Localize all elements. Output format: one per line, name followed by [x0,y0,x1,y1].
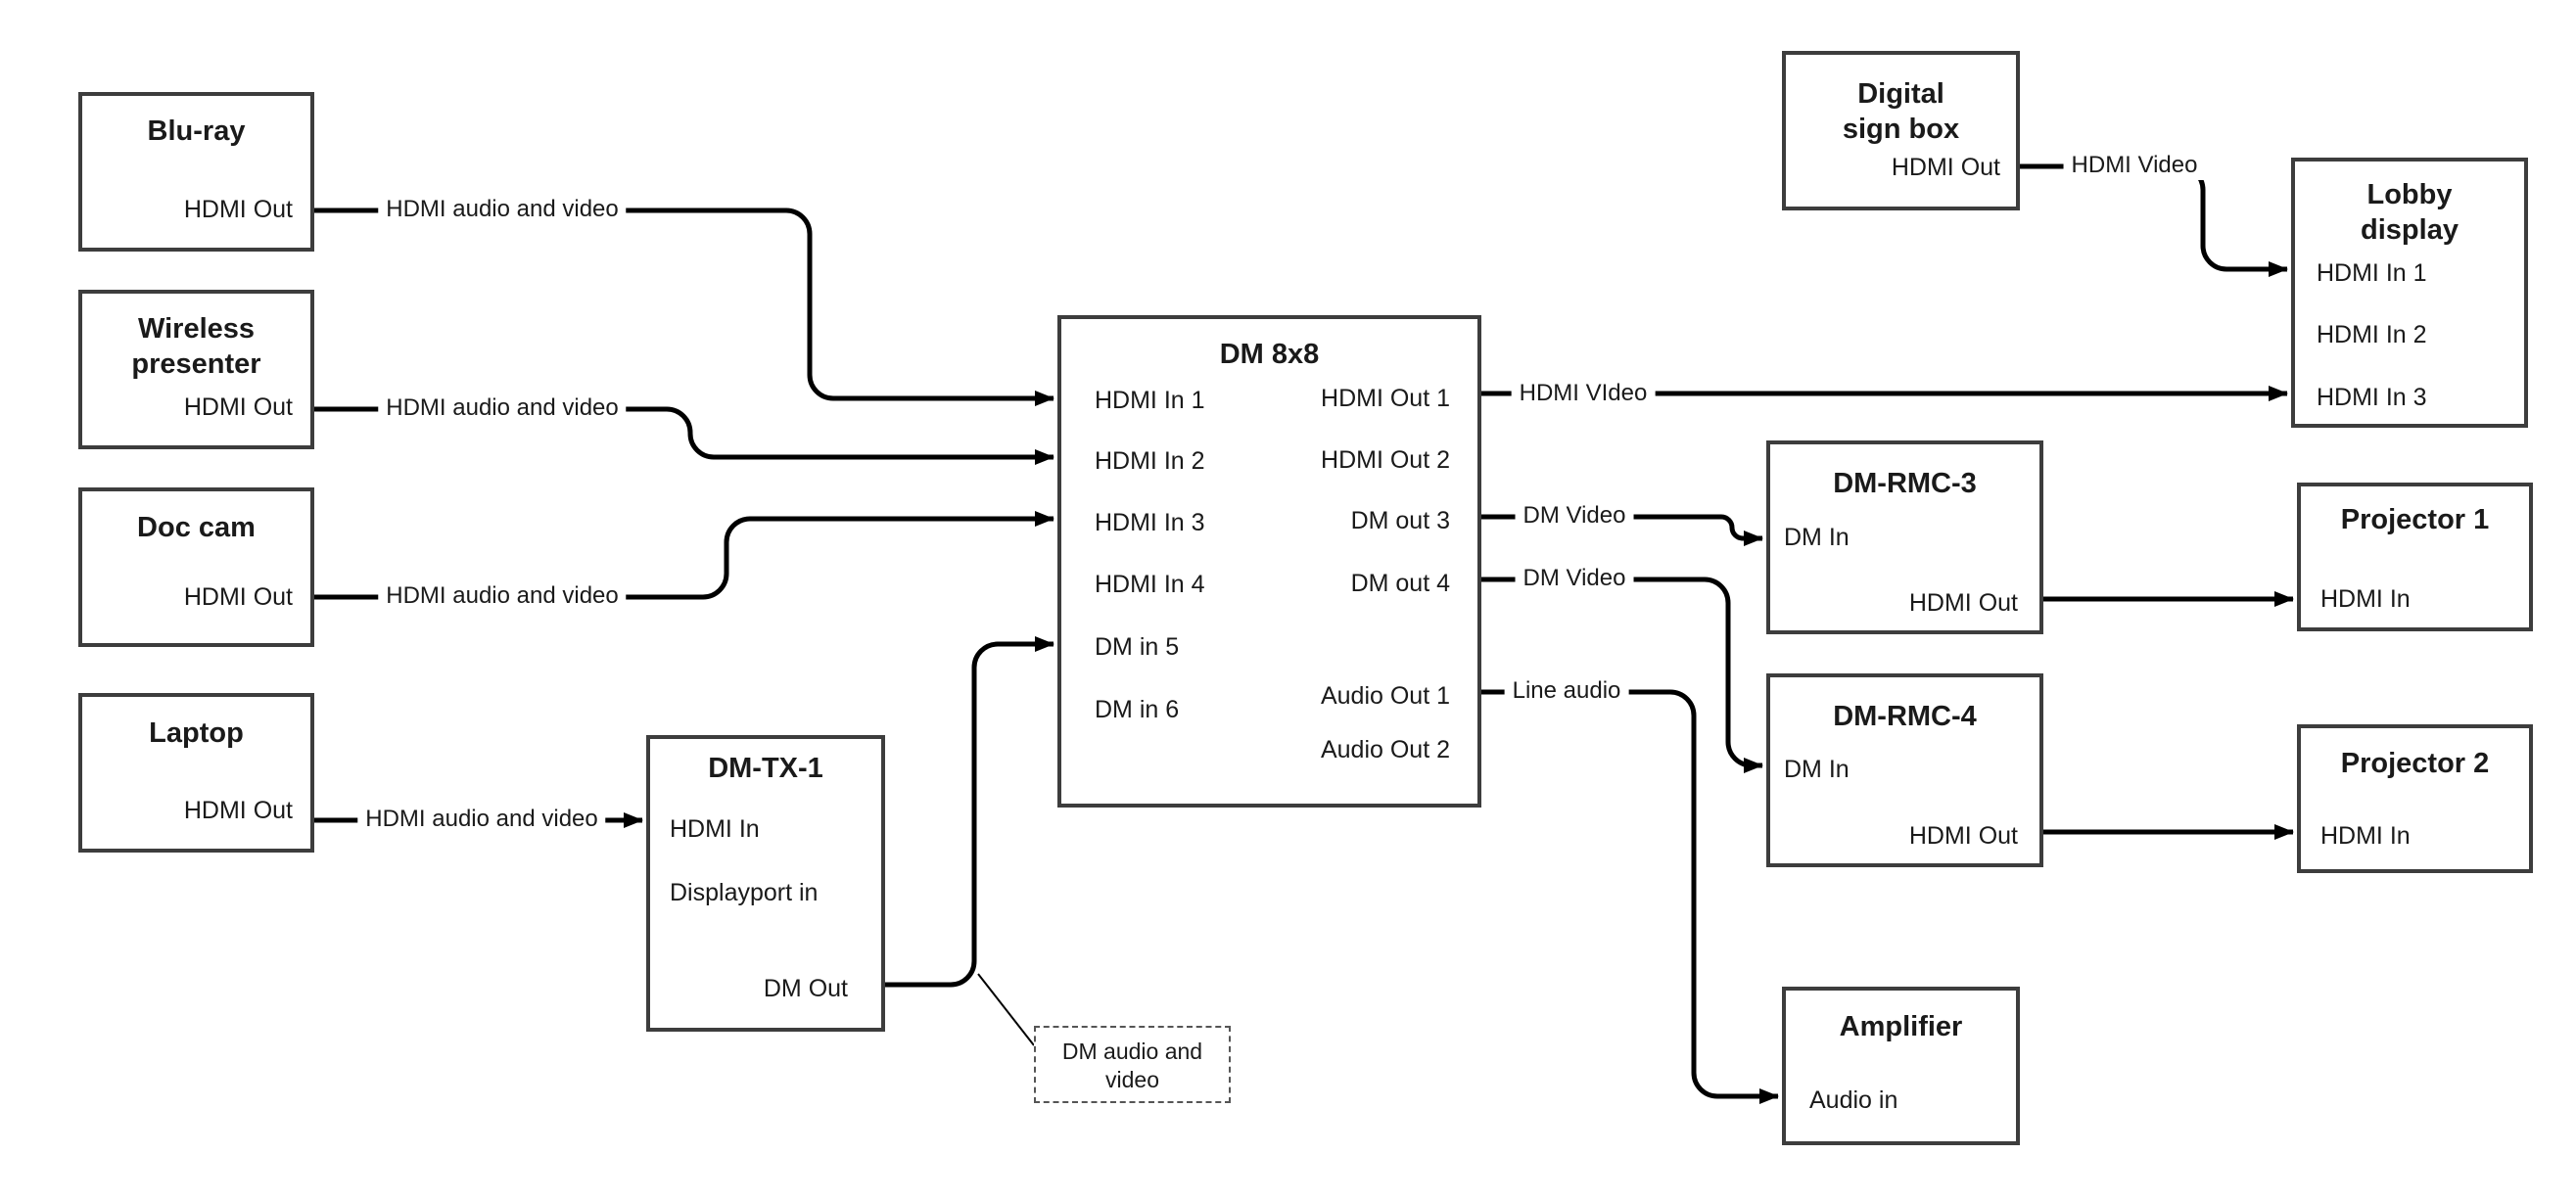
wire-dmtx1-to-dm8x8-in5 [885,636,1054,988]
node-dm-rmc-4: DM-RMC-4 DM In HDMI Out [1766,673,2043,867]
wire-sign-to-lobby-in1 [2020,163,2288,277]
wire-label-hdmi-video-main: HDMI VIdeo [1511,379,1656,408]
node-title: DM 8x8 [1219,339,1320,370]
port-hdmi-in-2: HDMI In 2 [2317,321,2427,348]
node-dm-rmc-3: DM-RMC-3 DM In HDMI Out [1766,440,2043,634]
port-hdmi-out-1: HDMI Out 1 [1321,385,1450,412]
port-dm-out-3: DM out 3 [1350,507,1450,534]
port-hdmi-out: HDMI Out [1908,822,2018,850]
wire-label-hdmi-av-4: HDMI audio and video [357,805,606,834]
wire-dm8x8-out4-to-rmc4 [1481,577,1763,773]
node-title: DM-TX-1 [708,753,823,784]
port-dm-in-5: DM in 5 [1095,633,1180,661]
node-projector-2: Projector 2 HDMI In [2297,724,2533,873]
wire-wireless-to-dm8x8-in2 [314,406,1054,465]
node-title: Wireless presenter [131,313,261,380]
port-audio-in: Audio in [1809,1086,1898,1114]
node-digital-sign-box: Digital sign box HDMI Out [1782,51,2020,210]
node-title: Blu-ray [147,115,246,147]
port-dm-out: DM Out [763,975,848,1002]
port-hdmi-out: HDMI Out [183,797,293,824]
node-title: Amplifier [1839,1011,1963,1042]
port-hdmi-in-2: HDMI In 2 [1095,447,1205,475]
port-hdmi-out: HDMI Out [1891,154,2000,181]
wire-label-line-audio: Line audio [1504,676,1629,706]
node-title: Projector 1 [2340,504,2490,535]
node-wireless-presenter: Wireless presenter HDMI Out [78,290,314,449]
wire-label-dm-video-2: DM Video [1515,564,1634,593]
port-hdmi-in-1: HDMI In 1 [1095,387,1205,414]
wire-label-hdmi-av-3: HDMI audio and video [378,581,627,611]
node-dm-tx-1: DM-TX-1 HDMI In Displayport in DM Out [646,735,885,1032]
node-dm-8x8: DM 8x8 HDMI In 1 HDMI In 2 HDMI In 3 HDM… [1057,315,1481,808]
port-dm-in: DM In [1784,524,1850,551]
node-doc-cam: Doc cam HDMI Out [78,487,314,647]
port-hdmi-in-1: HDMI In 1 [2317,259,2427,287]
port-audio-out-2: Audio Out 2 [1320,736,1450,763]
wire-label-hdmi-video-sign: HDMI Video [2063,151,2206,180]
port-hdmi-out: HDMI Out [183,393,293,421]
wire-label-hdmi-av-1: HDMI audio and video [378,195,627,224]
node-title: Laptop [149,717,244,749]
node-title: DM-RMC-4 [1833,701,1977,732]
wire-doccam-to-dm8x8-in3 [314,511,1054,600]
node-title: DM-RMC-3 [1833,468,1977,499]
node-lobby-display: Lobby display HDMI In 1 HDMI In 2 HDMI I… [2291,158,2528,428]
port-hdmi-in-4: HDMI In 4 [1095,571,1205,598]
node-title: Projector 2 [2340,748,2490,779]
node-title: Digital sign box [1842,78,1960,145]
wire-bluray-to-dm8x8-in1 [314,208,1054,406]
annotation-callout-line [977,973,1035,1046]
node-title: Lobby display [2361,179,2459,246]
node-laptop: Laptop HDMI Out [78,693,314,853]
port-hdmi-out: HDMI Out [1908,589,2018,617]
port-displayport-in: Displayport in [670,879,819,906]
port-dm-in-6: DM in 6 [1095,696,1180,723]
node-amplifier: Amplifier Audio in [1782,987,2020,1145]
port-hdmi-out: HDMI Out [183,583,293,611]
wire-label-hdmi-av-2: HDMI audio and video [378,393,627,423]
port-hdmi-out: HDMI Out [183,196,293,223]
port-hdmi-in: HDMI In [670,815,760,843]
port-dm-in: DM In [1784,756,1850,783]
node-projector-1: Projector 1 HDMI In [2297,483,2533,631]
port-dm-out-4: DM out 4 [1350,570,1450,597]
port-hdmi-in-3: HDMI In 3 [2317,384,2427,411]
annotation-dm-audio-video: DM audio and video [1034,1026,1231,1103]
wire-dm8x8-out3-to-rmc3 [1481,514,1763,546]
port-hdmi-in-3: HDMI In 3 [1095,509,1205,536]
port-hdmi-out-2: HDMI Out 2 [1321,446,1450,474]
port-audio-out-1: Audio Out 1 [1320,682,1450,710]
wire-dm8x8-audio1-to-amplifier [1481,689,1779,1104]
port-hdmi-in: HDMI In [2320,822,2411,850]
port-hdmi-in: HDMI In [2320,585,2411,613]
node-title: Doc cam [137,512,256,543]
node-blu-ray: Blu-ray HDMI Out [78,92,314,252]
wire-label-dm-video-1: DM Video [1515,501,1634,531]
